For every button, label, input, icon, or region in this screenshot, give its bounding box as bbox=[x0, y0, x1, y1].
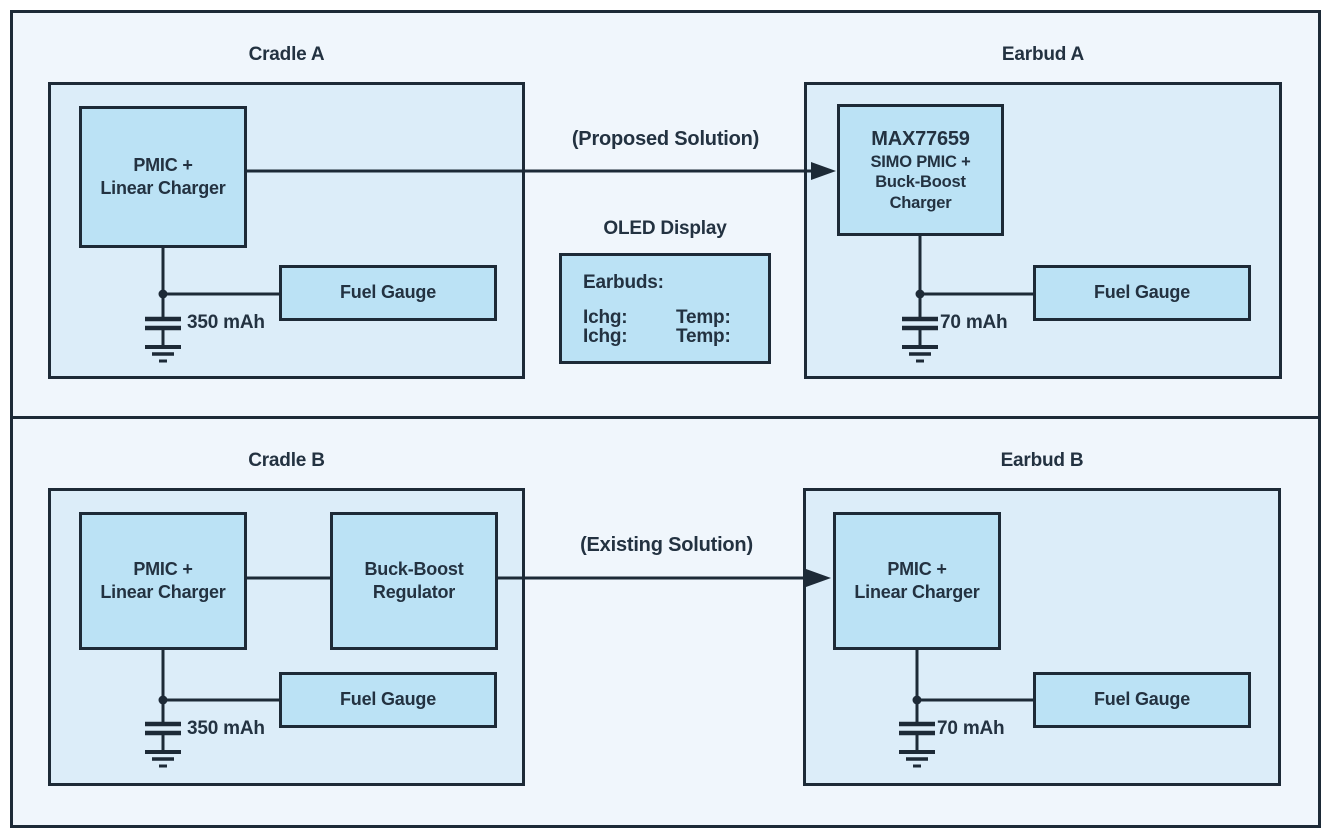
oled-temp-2: Temp: bbox=[676, 326, 731, 347]
fuel-gauge-block-earbud-a: Fuel Gauge bbox=[1033, 265, 1251, 321]
earbud-a-title: Earbud A bbox=[1001, 44, 1085, 65]
pmic-linear-charger-block-cradle-a: PMIC + Linear Charger bbox=[79, 106, 247, 248]
chip-part-number: MAX77659 bbox=[871, 128, 970, 151]
block-label-line: PMIC + bbox=[133, 154, 193, 175]
pmic-linear-charger-block-cradle-b: PMIC + Linear Charger bbox=[79, 512, 247, 650]
block-label-line: PMIC + bbox=[887, 558, 947, 579]
block-label-line: Buck-Boost bbox=[364, 558, 464, 579]
block-label-line: Charger bbox=[889, 193, 952, 212]
cradle-b-title: Cradle B bbox=[248, 450, 325, 471]
oled-temp-1: Temp: bbox=[676, 307, 731, 328]
max77659-simo-pmic-block: MAX77659 SIMO PMIC + Buck-Boost Charger bbox=[837, 104, 1004, 236]
fuel-gauge-block-cradle-b: Fuel Gauge bbox=[279, 672, 497, 728]
battery-capacity-label-earbud-b: 70 mAh bbox=[937, 718, 1005, 739]
earbud-b-title: Earbud B bbox=[1000, 450, 1084, 471]
block-label-line: Linear Charger bbox=[854, 582, 980, 602]
oled-display-box: Earbuds: Ichg: Temp: Ichg: Temp: bbox=[559, 253, 771, 364]
cradle-a-title: Cradle A bbox=[248, 44, 325, 65]
oled-heading: Earbuds: bbox=[583, 272, 664, 293]
block-label-line: Fuel Gauge bbox=[339, 689, 437, 710]
battery-capacity-label-earbud-a: 70 mAh bbox=[940, 312, 1008, 333]
existing-solution-label: (Existing Solution) bbox=[580, 534, 753, 556]
block-label-line: Regulator bbox=[372, 582, 456, 602]
battery-capacity-label-cradle-a: 350 mAh bbox=[187, 312, 265, 333]
block-label-line: Fuel Gauge bbox=[1093, 282, 1191, 303]
oled-ichg-1: Ichg: bbox=[583, 307, 628, 328]
battery-capacity-label-cradle-b: 350 mAh bbox=[187, 718, 265, 739]
block-label-line: PMIC + bbox=[133, 558, 193, 579]
pmic-linear-charger-block-earbud-b: PMIC + Linear Charger bbox=[833, 512, 1001, 650]
block-label-line: Fuel Gauge bbox=[1093, 689, 1191, 710]
block-label-line: SIMO PMIC + bbox=[870, 153, 971, 172]
block-label-line: Buck-Boost bbox=[875, 173, 966, 192]
proposed-solution-label: (Proposed Solution) bbox=[571, 128, 760, 150]
block-label-line: Fuel Gauge bbox=[339, 282, 437, 303]
fuel-gauge-block-cradle-a: Fuel Gauge bbox=[279, 265, 497, 321]
oled-ichg-2: Ichg: bbox=[583, 326, 628, 347]
fuel-gauge-block-earbud-b: Fuel Gauge bbox=[1033, 672, 1251, 728]
block-label-line: Linear Charger bbox=[100, 582, 226, 602]
oled-display-title: OLED Display bbox=[603, 218, 727, 239]
buck-boost-regulator-block: Buck-Boost Regulator bbox=[330, 512, 498, 650]
block-label-line: Linear Charger bbox=[100, 178, 226, 198]
